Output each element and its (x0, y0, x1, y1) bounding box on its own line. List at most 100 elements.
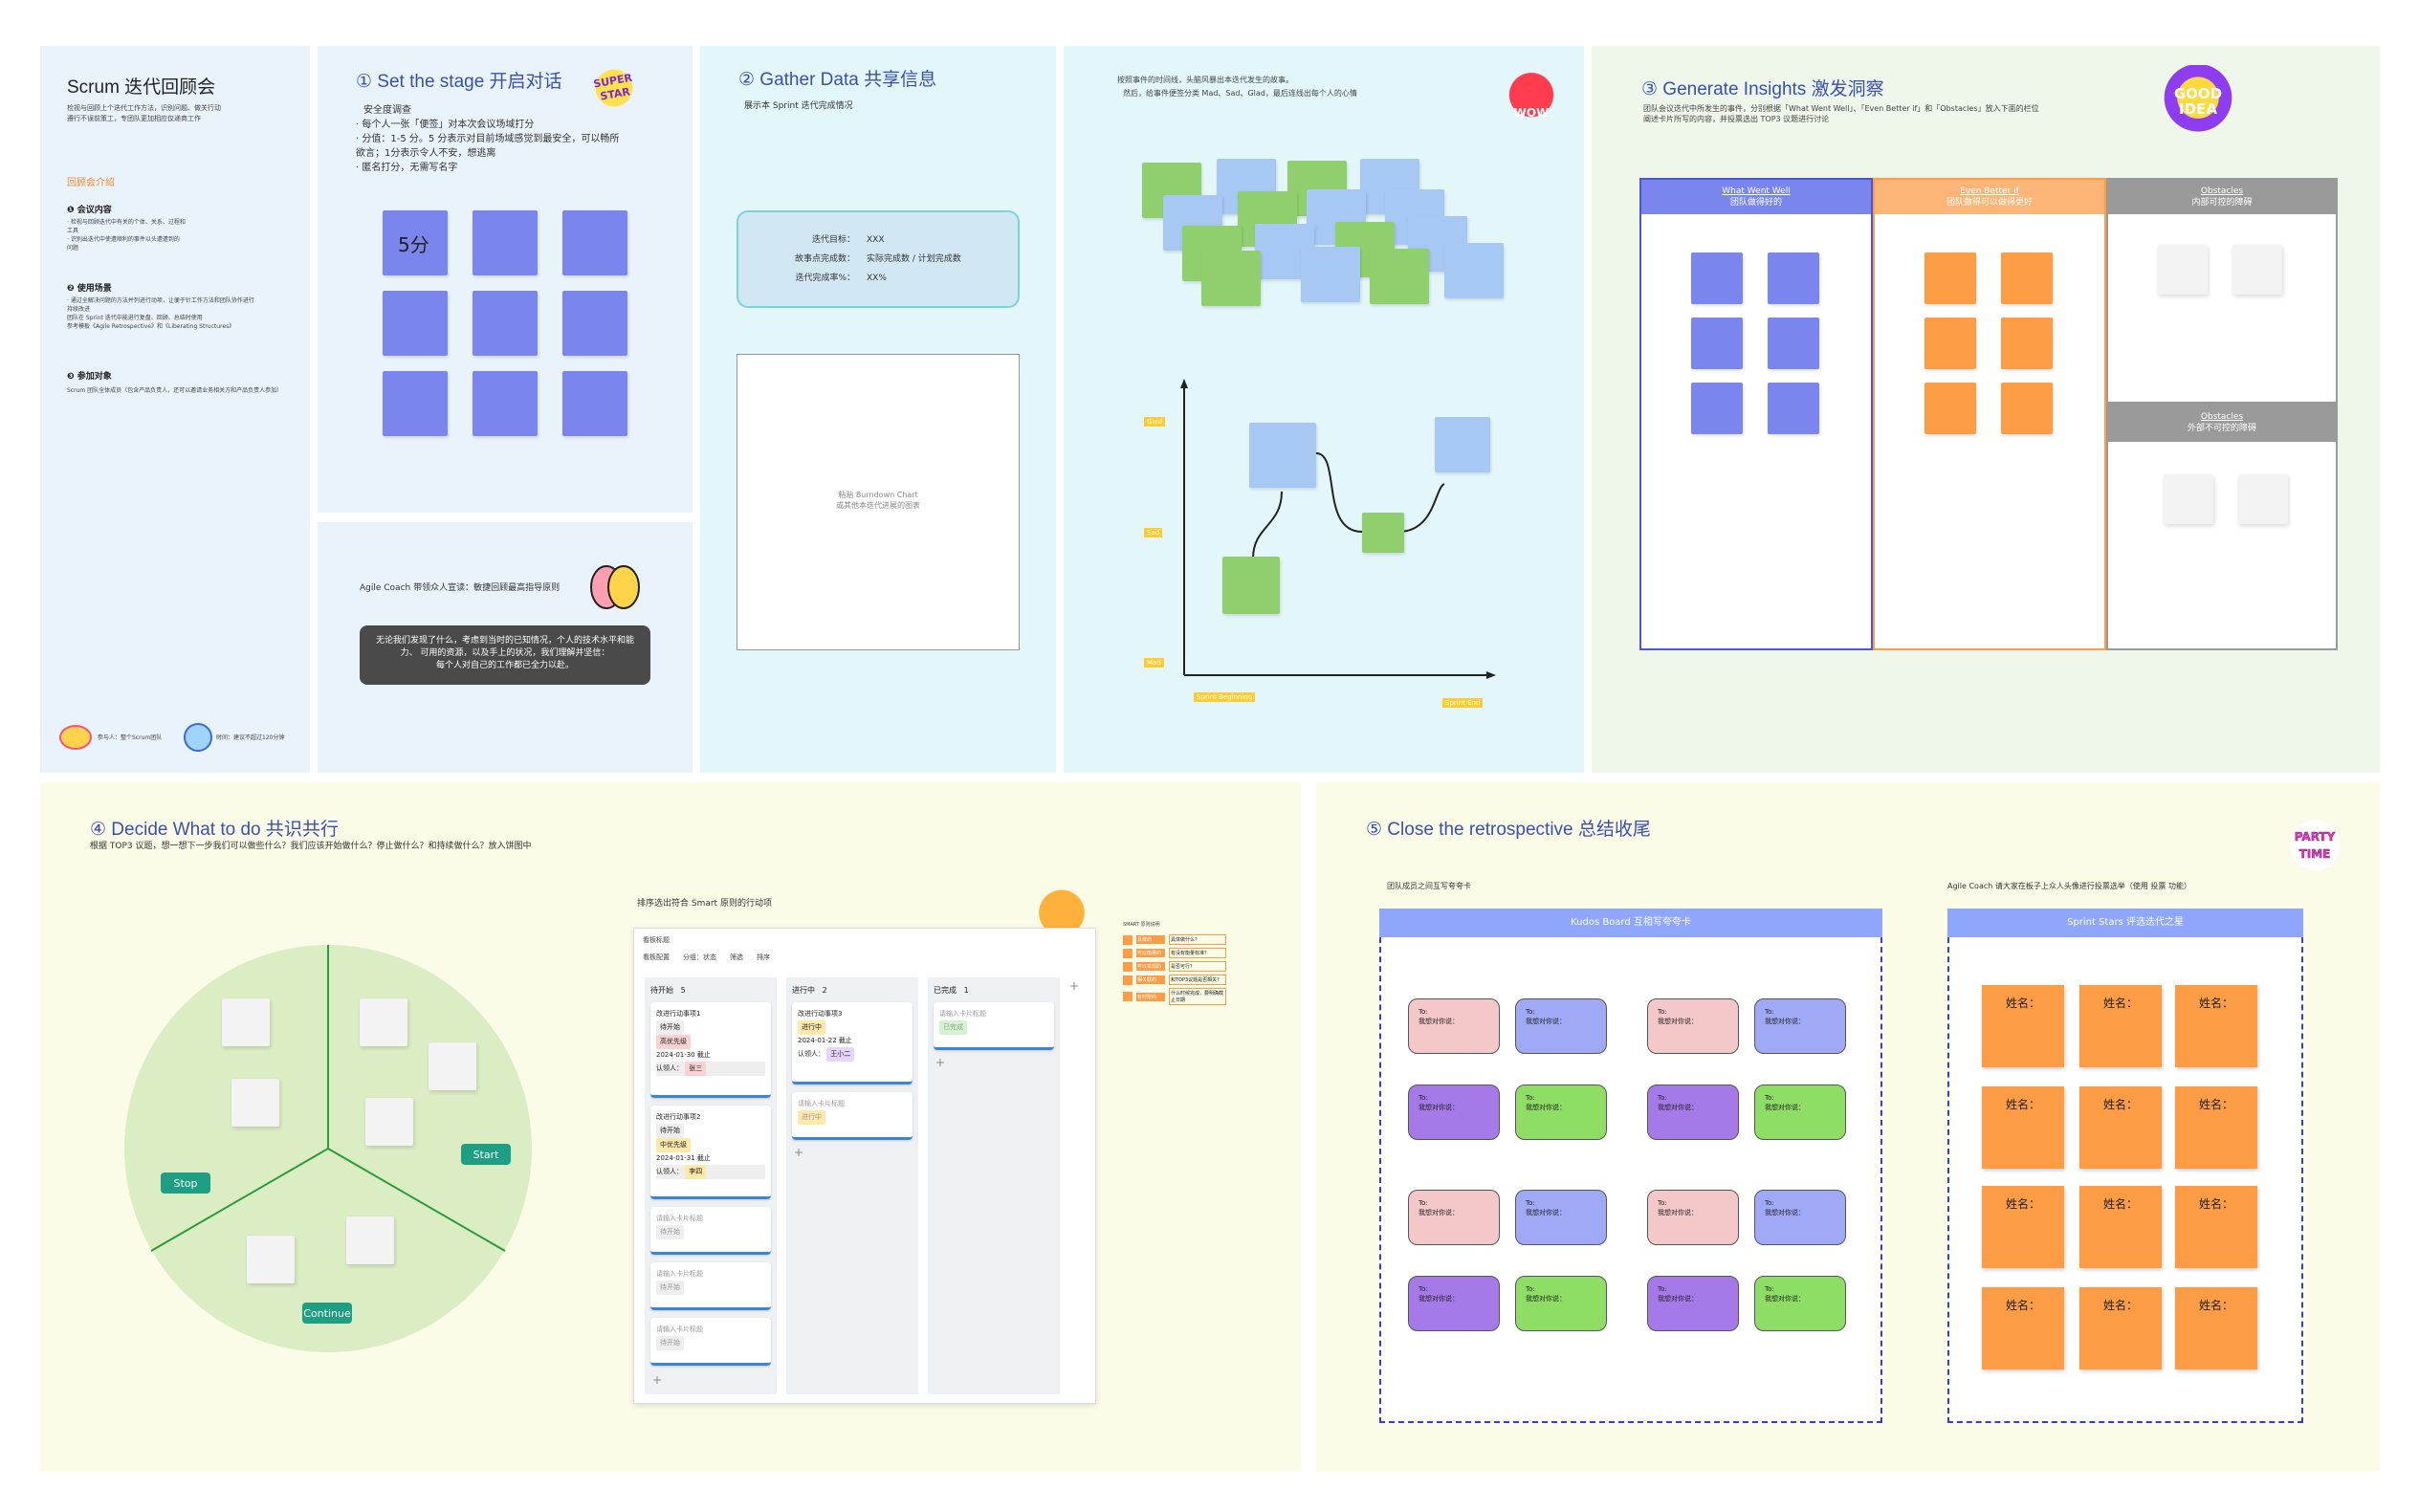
sprint-end-label: Sprint End (1442, 698, 1484, 708)
kudos-board (1379, 909, 1882, 1423)
glad-note[interactable] (1249, 423, 1316, 488)
insight-note[interactable] (1768, 252, 1819, 304)
kanban-sort-button[interactable]: 排序 (757, 953, 770, 961)
insight-note[interactable] (1691, 383, 1743, 434)
score-note[interactable] (383, 291, 448, 356)
insight-note[interactable] (2001, 318, 2053, 369)
status-tag: 待开始 (656, 1020, 684, 1035)
kudos-card[interactable]: To:我想对你说： (1515, 998, 1607, 1054)
score-note[interactable] (473, 291, 538, 356)
card-placeholder: 请输入卡片标题 (798, 1100, 845, 1107)
add-column-button[interactable]: + (1069, 979, 1080, 993)
score-note[interactable]: 5分 (383, 210, 448, 275)
candidate-note[interactable]: 姓名： (2175, 1287, 2257, 1370)
candidate-note[interactable]: 姓名： (1982, 985, 2064, 1067)
candidate-note[interactable]: 姓名： (1982, 1287, 2064, 1370)
kudos-card[interactable]: To:我想对你说： (1647, 1276, 1739, 1331)
insight-note[interactable] (1691, 318, 1743, 369)
kanban-card[interactable]: 请输入卡片标题 待开始 (650, 1207, 771, 1255)
score-note[interactable] (473, 210, 538, 275)
action-note[interactable] (429, 1042, 476, 1090)
event-note[interactable] (1370, 249, 1429, 304)
action-note[interactable] (222, 998, 270, 1046)
kanban-card[interactable]: 请输入卡片标题 已完成 (934, 1002, 1054, 1050)
insight-note[interactable] (1924, 383, 1976, 434)
candidate-note[interactable]: 姓名： (2079, 1186, 2162, 1268)
candidate-note[interactable]: 姓名： (2079, 985, 2162, 1067)
kudos-card[interactable]: To:我想对你说： (1647, 1085, 1739, 1140)
add-card-button[interactable]: + (935, 1056, 946, 1069)
candidate-note[interactable]: 姓名： (1982, 1186, 2064, 1268)
action-note[interactable] (346, 1216, 394, 1264)
kanban-card[interactable]: 改进行动事项3 进行中 2024-01-22 截止 认领人： 王小二 (792, 1002, 913, 1085)
score-note[interactable] (562, 210, 627, 275)
action-note[interactable] (231, 1079, 279, 1127)
kanban-card[interactable]: 请输入卡片标题 进行中 (792, 1092, 913, 1140)
candidate-note[interactable]: 姓名： (2175, 1186, 2257, 1268)
kudos-card[interactable]: To:我想对你说： (1515, 1276, 1607, 1331)
event-note[interactable] (1301, 247, 1360, 302)
glad-note[interactable] (1435, 417, 1490, 472)
kanban-card[interactable]: 改进行动事项2 待开始 中优先级 2024-01-31 截止 认领人： 李四 (650, 1106, 771, 1199)
close-title: ⑤ Close the retrospective 总结收尾 (1366, 820, 1651, 840)
stage-line: 安全度调查 (363, 105, 411, 116)
kudos-card[interactable]: To:我想对你说： (1754, 1276, 1846, 1331)
event-note[interactable] (1444, 243, 1504, 298)
mad-note[interactable] (1222, 557, 1280, 614)
score-note[interactable] (562, 371, 627, 436)
action-note[interactable] (247, 1236, 295, 1283)
kudos-card[interactable]: To:我想对你说： (1408, 1276, 1500, 1331)
column-subtitle: 团队做得可以做得更好 (1946, 198, 2033, 208)
insight-note[interactable] (2001, 252, 2053, 304)
kudos-card[interactable]: To:我想对你说： (1408, 1085, 1500, 1140)
kanban-card[interactable]: 改进行动事项1 待开始 高优先级 2024-01-30 截止 认领人： 张三 (650, 1002, 771, 1098)
kudos-card[interactable]: To:我想对你说： (1647, 998, 1739, 1054)
kudos-card[interactable]: To:我想对你说： (1647, 1190, 1739, 1245)
add-card-button[interactable]: + (652, 1373, 663, 1387)
kudos-to: To: (1658, 1199, 1667, 1207)
score-note[interactable] (562, 291, 627, 356)
kudos-card[interactable]: To:我想对你说： (1408, 1190, 1500, 1245)
kanban-filter-button[interactable]: 筛选 (730, 953, 743, 961)
insight-note[interactable] (2158, 245, 2208, 295)
score-note[interactable] (383, 371, 448, 436)
insight-note[interactable] (2238, 474, 2288, 524)
kudos-card[interactable]: To:我想对你说： (1754, 1190, 1846, 1245)
candidate-note[interactable]: 姓名： (2079, 1287, 2162, 1370)
burndown-placeholder[interactable] (737, 354, 1020, 650)
candidate-note[interactable]: 姓名： (2175, 1086, 2257, 1169)
kanban-config-button[interactable]: 看板配置 (643, 953, 670, 961)
insight-note[interactable] (1924, 252, 1976, 304)
kudos-card[interactable]: To:我想对你说： (1515, 1190, 1607, 1245)
kanban-group-button[interactable]: 分组：状态 (683, 953, 716, 961)
kudos-text: 我想对你说： (1418, 1104, 1459, 1111)
add-card-button[interactable]: + (794, 1146, 804, 1159)
insight-note[interactable] (1691, 252, 1743, 304)
sad-note[interactable] (1362, 513, 1404, 553)
candidate-note[interactable]: 姓名： (2079, 1086, 2162, 1169)
kudos-text: 我想对你说： (1765, 1295, 1805, 1303)
kanban-card[interactable]: 请输入卡片标题 待开始 (650, 1318, 771, 1366)
smart-head: SMART 原则说明 (1123, 922, 1160, 928)
score-note[interactable] (473, 371, 538, 436)
due-date: 2024-01-30 截止 (656, 1051, 711, 1059)
kudos-card[interactable]: To:我想对你说： (1754, 998, 1846, 1054)
insight-note[interactable] (2001, 383, 2053, 434)
kudos-card[interactable]: To:我想对你说： (1408, 998, 1500, 1054)
action-note[interactable] (365, 1098, 413, 1146)
action-note[interactable] (360, 998, 407, 1046)
insight-note[interactable] (1768, 383, 1819, 434)
intro-title: Scrum 迭代回顾会 (67, 77, 216, 98)
event-note[interactable] (1201, 251, 1261, 306)
kanban-card[interactable]: 请输入卡片标题 待开始 (650, 1262, 771, 1310)
obstacles-internal-column (2106, 178, 2338, 404)
insight-note[interactable] (2164, 474, 2213, 524)
insight-note[interactable] (2232, 245, 2282, 295)
candidate-note[interactable]: 姓名： (1982, 1086, 2064, 1169)
kudos-card[interactable]: To:我想对你说： (1515, 1085, 1607, 1140)
insight-note[interactable] (1768, 318, 1819, 369)
kudos-card[interactable]: To:我想对你说： (1754, 1085, 1846, 1140)
smart-item: 可以衡量的 (1136, 949, 1165, 957)
candidate-note[interactable]: 姓名： (2175, 985, 2257, 1067)
insight-note[interactable] (1924, 318, 1976, 369)
